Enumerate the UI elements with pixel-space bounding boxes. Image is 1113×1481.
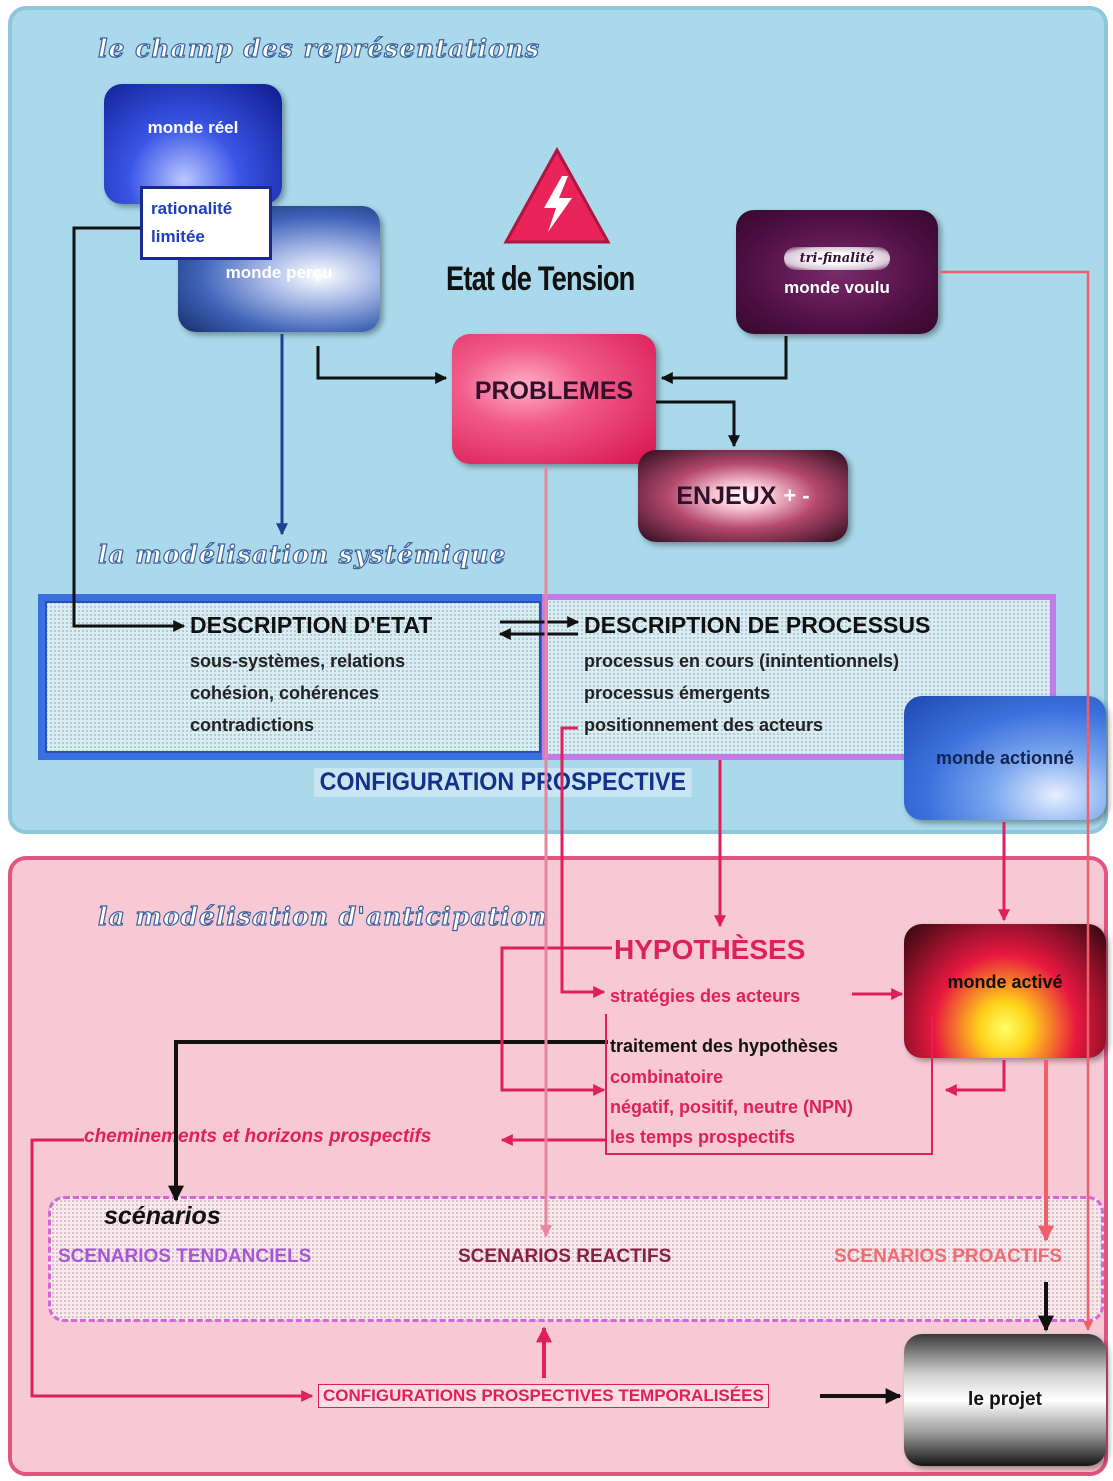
scenarios-proactifs: SCENARIOS PROACTIFS xyxy=(834,1246,1063,1267)
description-processus-line-2: processus émergents xyxy=(584,683,771,703)
scenarios-reactifs: SCENARIOS REACTIFS xyxy=(458,1246,672,1267)
description-etat-line-1: sous-systèmes, relations xyxy=(190,651,406,671)
monde-actionne-label: monde actionné xyxy=(935,747,1074,768)
le-projet-box: le projet xyxy=(904,1334,1106,1466)
description-etat-title: DESCRIPTION D'ETAT xyxy=(190,612,433,638)
rationalite-label-line1: rationalité xyxy=(151,199,233,218)
rationalite-limitee-box: rationalité limitée xyxy=(140,186,272,260)
configurations-temporalisees-label: CONFIGURATIONS PROSPECTIVES TEMPORALISÉE… xyxy=(318,1384,769,1408)
arrow-rationalite-to-description-etat xyxy=(72,226,186,632)
enjeux-label: ENJEUX xyxy=(676,481,777,510)
monde-active-label: monde activé xyxy=(947,971,1063,992)
arrow-hypotheses-to-combinatoire xyxy=(500,946,612,1096)
monde-reel-box: monde réel xyxy=(104,84,282,204)
le-projet-label: le projet xyxy=(968,1389,1042,1410)
description-etat-line-2: cohésion, cohérences xyxy=(190,683,380,703)
arrow-treatment-to-scenarios xyxy=(168,1040,608,1202)
arrow-monde-percu-to-problemes xyxy=(316,346,448,384)
monde-reel-label: monde réel xyxy=(147,118,239,137)
hypothesis-item-2: négatif, positif, neutre (NPN) xyxy=(610,1097,853,1117)
monde-active-box: monde activé xyxy=(904,924,1106,1058)
cheminements-label: cheminements et horizons prospectifs xyxy=(84,1126,432,1147)
treatment-label: traitement des hypothèses xyxy=(610,1036,839,1056)
description-processus-line-3: positionnement des acteurs xyxy=(584,715,824,735)
configuration-prospective-label: CONFIGURATION PROSPECTIVE xyxy=(314,768,692,797)
section-title-representations: le champ des représentations xyxy=(97,33,541,63)
arrow-cheminements-to-configurations xyxy=(30,1138,314,1402)
hypothesis-item-1: combinatoire xyxy=(610,1067,724,1087)
warning-triangle-icon xyxy=(502,146,612,246)
description-processus-frame xyxy=(542,594,1056,760)
description-processus-title: DESCRIPTION DE PROCESSUS xyxy=(584,612,931,638)
tri-finalite-badge: tri-finalité xyxy=(783,246,891,270)
arrow-acteurs-to-strategies xyxy=(560,726,606,998)
scenarios-title: scénarios xyxy=(104,1202,221,1230)
scenarios-frame xyxy=(48,1196,1104,1322)
hypotheses-title: HYPOTHÈSES xyxy=(614,934,806,965)
section-title-systemic: la modélisation systémique xyxy=(97,539,507,569)
hypothesis-item-3: les temps prospectifs xyxy=(610,1127,796,1147)
strategies-label: stratégies des acteurs xyxy=(610,986,801,1006)
hypotheses-bracket xyxy=(605,1014,933,1155)
monde-percu-label: monde perçu xyxy=(225,263,333,282)
tension-title: Etat de Tension xyxy=(446,260,635,298)
arrow-problemes-to-enjeux xyxy=(656,400,740,448)
scenarios-tendanciels: SCENARIOS TENDANCIELS xyxy=(58,1246,312,1267)
monde-actionne-box: monde actionné xyxy=(904,696,1106,820)
section-title-anticipation: la modélisation d'anticipation xyxy=(97,901,548,931)
arrow-monde-voulu-to-projet xyxy=(940,270,1093,1331)
description-processus-line-1: processus en cours (inintentionnels) xyxy=(584,651,900,671)
enjeux-signs: + - xyxy=(783,483,810,508)
problemes-label: PROBLEMES xyxy=(474,376,634,405)
description-etat-line-3: contradictions xyxy=(190,715,315,735)
arrow-monde-voulu-to-problemes xyxy=(660,336,788,384)
description-etat-frame xyxy=(38,594,548,760)
monde-voulu-label: monde voulu xyxy=(784,277,890,297)
lightning-bolt-icon xyxy=(544,176,572,232)
arrow-monde-active-to-combinatoire xyxy=(944,1060,1006,1096)
monde-voulu-box: tri-finalité monde voulu xyxy=(736,210,938,334)
enjeux-box: ENJEUX + - xyxy=(638,450,848,542)
problemes-box: PROBLEMES xyxy=(452,334,656,464)
rationalite-label-line2: limitée xyxy=(151,227,205,246)
